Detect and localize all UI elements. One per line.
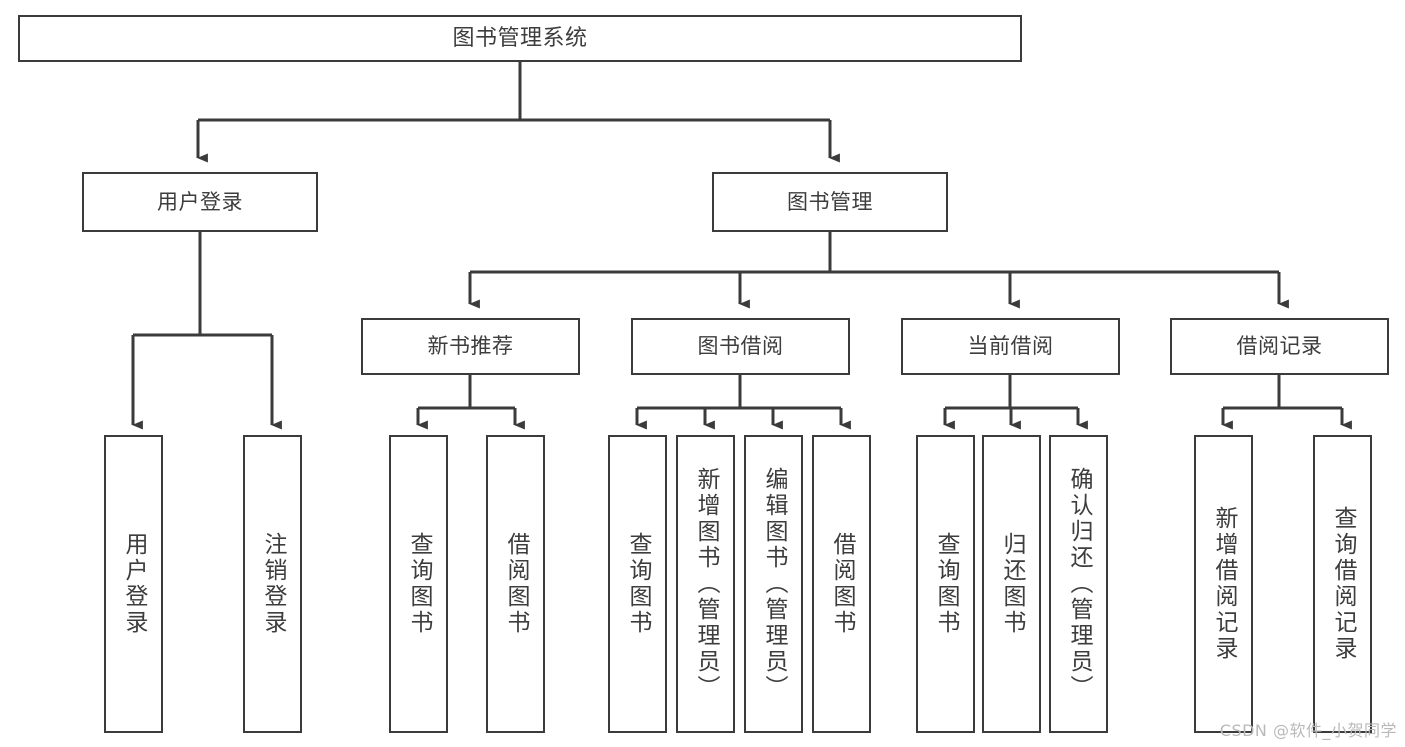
node-label: 查询图书 (625, 532, 651, 636)
node-label: 新增借阅记录 (1211, 506, 1237, 662)
leaf-confirm-return[interactable]: 确认归还（管理员） (1049, 435, 1108, 733)
node-label: 注销登录 (260, 532, 286, 636)
node-root-system[interactable]: 图书管理系统 (18, 15, 1022, 62)
leaf-borrow-book-2[interactable]: 借阅图书 (812, 435, 871, 733)
node-borrow-record[interactable]: 借阅记录 (1170, 318, 1389, 375)
node-label: 图书管理 (787, 189, 873, 214)
leaf-borrow-book-1[interactable]: 借阅图书 (486, 435, 545, 733)
node-current-borrow[interactable]: 当前借阅 (901, 318, 1120, 375)
leaf-query-book-2[interactable]: 查询图书 (608, 435, 667, 733)
leaf-user-login[interactable]: 用户登录 (104, 435, 163, 733)
node-label: 借阅图书 (503, 532, 529, 636)
leaf-query-record[interactable]: 查询借阅记录 (1313, 435, 1372, 733)
csdn-watermark: CSDN @软件_小贺同学 (1219, 721, 1397, 740)
node-new-book-recommend[interactable]: 新书推荐 (361, 318, 580, 375)
node-label: 编辑图书（管理员） (761, 467, 787, 701)
node-label: 用户登录 (121, 532, 147, 636)
node-book-management[interactable]: 图书管理 (712, 172, 948, 232)
leaf-query-book-1[interactable]: 查询图书 (389, 435, 448, 733)
leaf-query-book-3[interactable]: 查询图书 (916, 435, 975, 733)
node-label: 查询图书 (933, 532, 959, 636)
leaf-return-book[interactable]: 归还图书 (982, 435, 1041, 733)
node-label: 确认归还（管理员） (1066, 467, 1092, 701)
node-label: 借阅图书 (829, 532, 855, 636)
node-label: 归还图书 (999, 532, 1025, 636)
leaf-logout[interactable]: 注销登录 (243, 435, 302, 733)
leaf-add-record[interactable]: 新增借阅记录 (1194, 435, 1253, 733)
node-label: 借阅记录 (1236, 334, 1323, 359)
leaf-edit-book[interactable]: 编辑图书（管理员） (744, 435, 803, 733)
node-label: 查询借阅记录 (1330, 506, 1356, 662)
node-user-login[interactable]: 用户登录 (82, 172, 318, 232)
leaf-add-book[interactable]: 新增图书（管理员） (676, 435, 735, 733)
node-label: 当前借阅 (967, 334, 1054, 359)
node-label: 用户登录 (157, 189, 243, 214)
node-book-borrow[interactable]: 图书借阅 (631, 318, 850, 375)
node-label: 查询图书 (406, 532, 432, 636)
node-label: 新增图书（管理员） (693, 467, 719, 701)
node-label: 图书借阅 (697, 334, 784, 359)
node-label: 新书推荐 (427, 334, 514, 359)
node-label: 图书管理系统 (452, 25, 588, 51)
